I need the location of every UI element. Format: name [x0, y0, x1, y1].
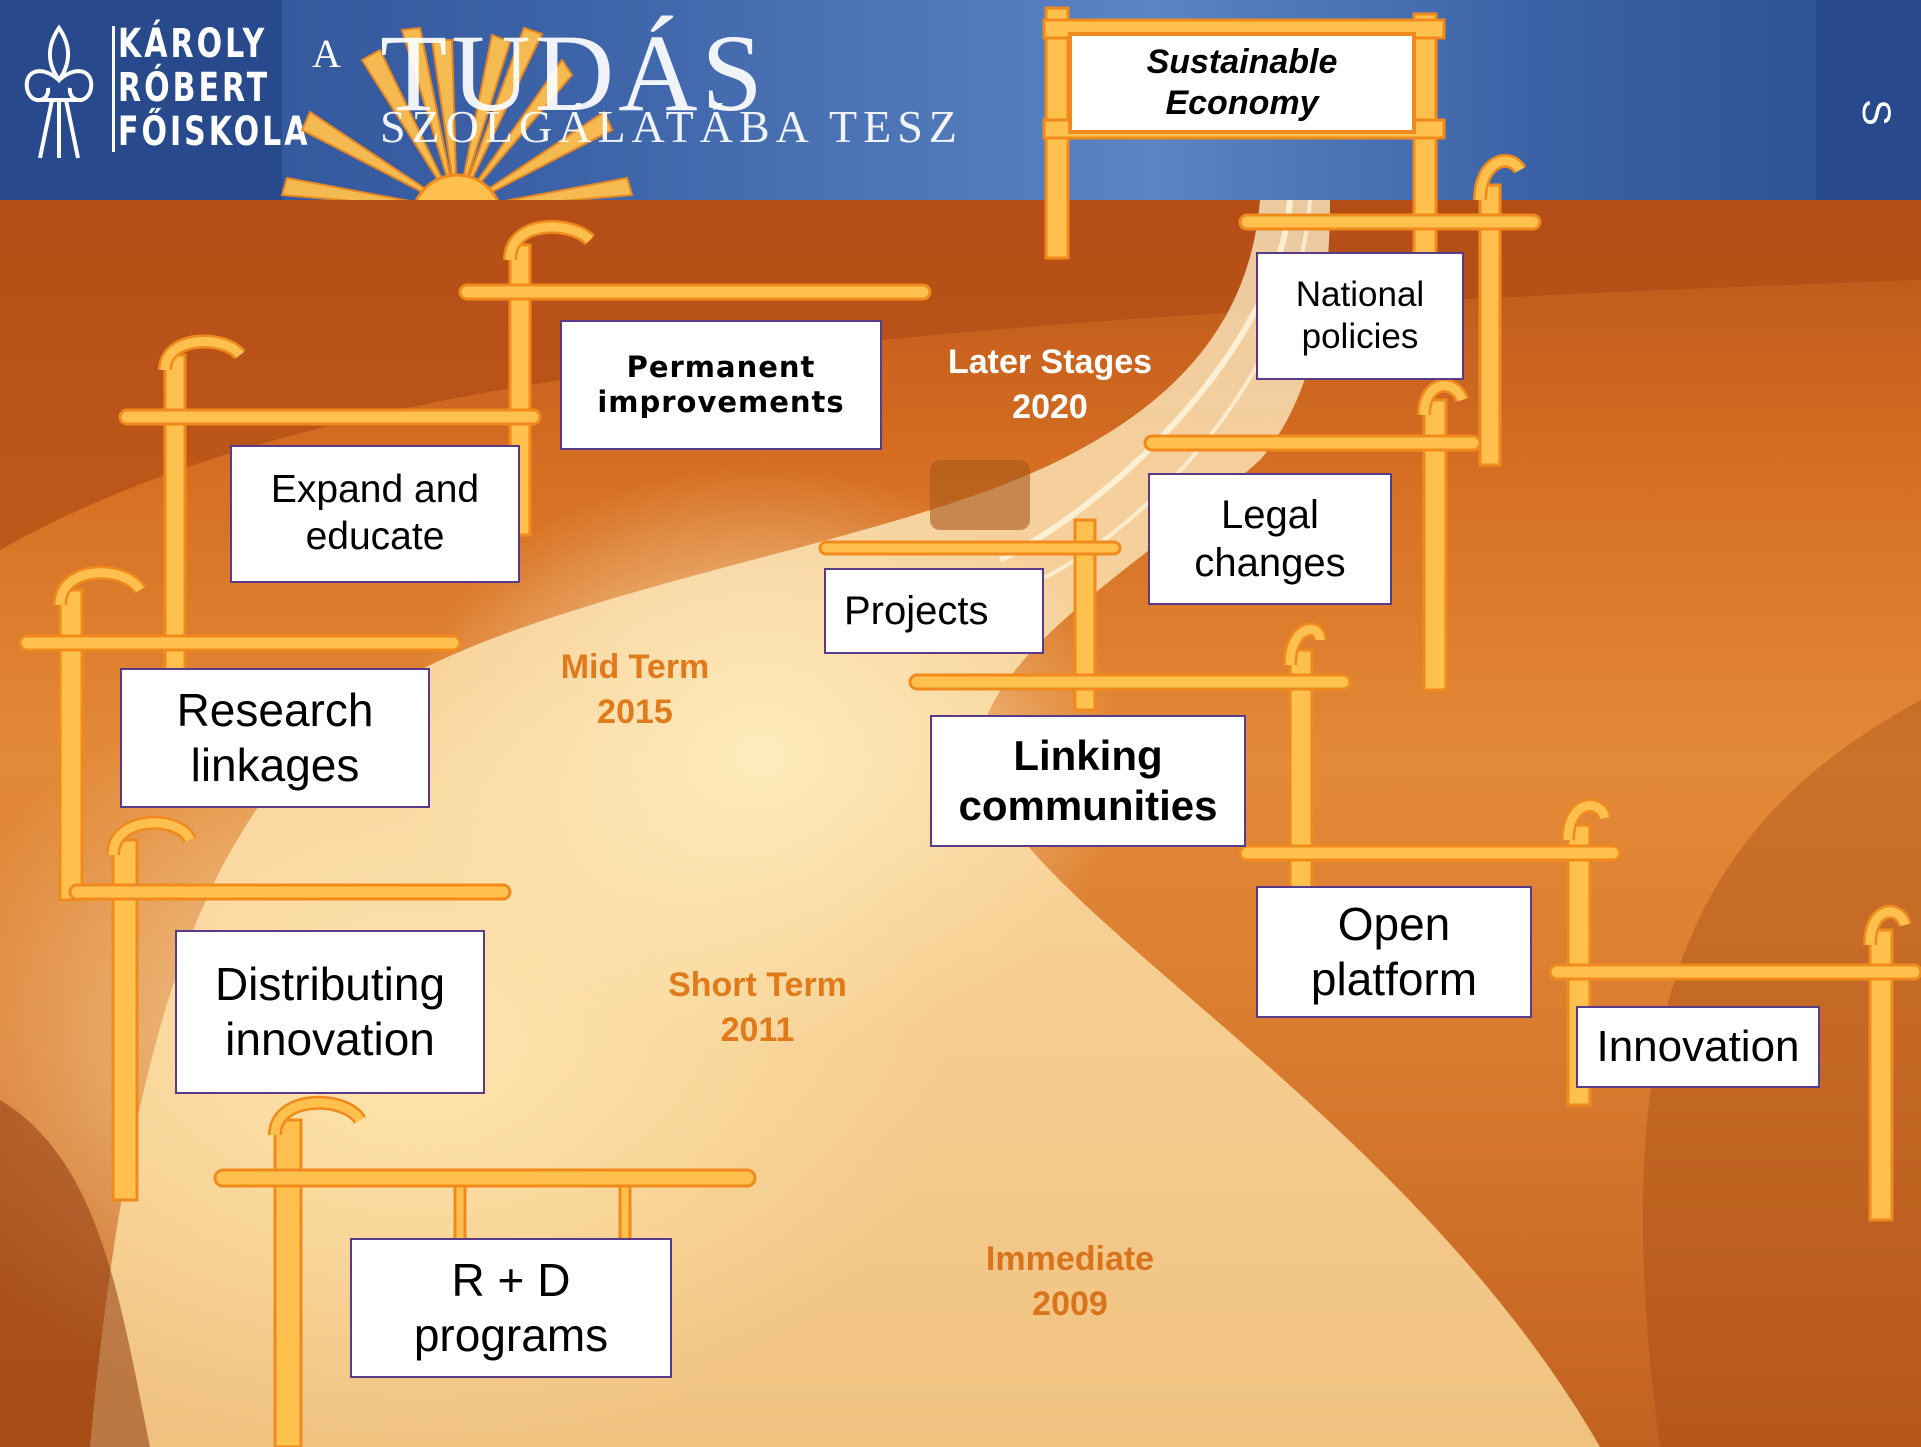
sign-line-2: programs: [413, 1309, 609, 1361]
sign-line-2: communities: [958, 782, 1218, 829]
slogan-prefix: A: [312, 31, 341, 76]
stage-name: Mid Term: [560, 648, 710, 686]
stage-mid-term: Mid Term 2015: [520, 645, 750, 735]
sign-line-1: Research: [176, 683, 374, 736]
destination-line-2: Economy: [1165, 84, 1319, 122]
banner-right-panel: [1816, 0, 1921, 200]
logo-text-line-1: KÁROLY: [118, 21, 268, 67]
header-banner: KÁROLY RÓBERT FŐISKOLA A TUDÁS SZOLGÁLAT…: [0, 0, 1921, 200]
sign-line-1: R + D: [451, 1253, 571, 1306]
logo-text-line-3: FŐISKOLA: [118, 109, 311, 155]
destination-sign: Sustainable Economy: [1068, 32, 1416, 134]
sign-line-1: Projects: [844, 589, 989, 633]
sign-line-1: Innovation: [1596, 1021, 1800, 1071]
sign-line-2: improvements: [597, 385, 845, 419]
destination-line-1: Sustainable: [1146, 43, 1338, 82]
sign-line-1: Distributing: [214, 957, 446, 1010]
stage-immediate: Immediate 2009: [945, 1237, 1195, 1327]
signpost-research-linkages: [18, 565, 462, 902]
sign-line-2: innovation: [225, 1013, 435, 1065]
signpost-projects: [818, 518, 1122, 712]
sign-innovation: Innovation: [1576, 1006, 1820, 1088]
stage-short-term: Short Term 2011: [630, 963, 885, 1053]
signpost-legal-changes: [1143, 378, 1482, 692]
signpost-innovation: [1548, 904, 1921, 1222]
sunburst-icon: [280, 26, 634, 200]
signpost-national-policies: [1238, 153, 1542, 467]
stage-later-stages: Later Stages 2020: [910, 340, 1190, 430]
stage-year: 2011: [720, 1011, 795, 1049]
logo-text-line-2: RÓBERT: [118, 65, 271, 111]
stage-name: Immediate: [985, 1240, 1155, 1278]
sign-line-1: Permanent: [626, 350, 816, 385]
logo-divider: [112, 26, 115, 152]
stage-year: 2020: [1012, 388, 1088, 426]
stage-name: Short Term: [668, 966, 847, 1004]
sign-line-2: changes: [1194, 541, 1346, 585]
sign-line-2: linkages: [190, 739, 360, 791]
slogan-sub: SZOLGÁLATÁBA TESZ: [380, 101, 963, 152]
stage-name: Later Stages: [947, 343, 1153, 381]
signpost-distributing-innovation: [68, 815, 512, 1202]
stage-year: 2015: [597, 693, 673, 731]
sign-line-2: educate: [305, 515, 445, 558]
sign-line-1: Expand and: [270, 468, 480, 512]
college-logo: KÁROLY RÓBERT FŐISKOLA: [0, 0, 308, 200]
stage-year: 2009: [1032, 1285, 1108, 1323]
sign-line-1: Linking: [1013, 731, 1163, 779]
sign-line-1: Legal: [1221, 493, 1319, 537]
fleur-de-lis-icon: [24, 24, 94, 159]
sign-line-2: policies: [1301, 317, 1419, 356]
signpost-linking-communities: [908, 622, 1352, 892]
sign-line-1: Open: [1337, 897, 1451, 950]
signpost-expand-educate: [118, 334, 542, 672]
sign-projects: Projects: [824, 568, 1044, 654]
slogan-main: TUDÁS: [380, 12, 767, 134]
sign-line-2: platform: [1310, 953, 1478, 1005]
sign-line-1: National: [1295, 275, 1425, 314]
